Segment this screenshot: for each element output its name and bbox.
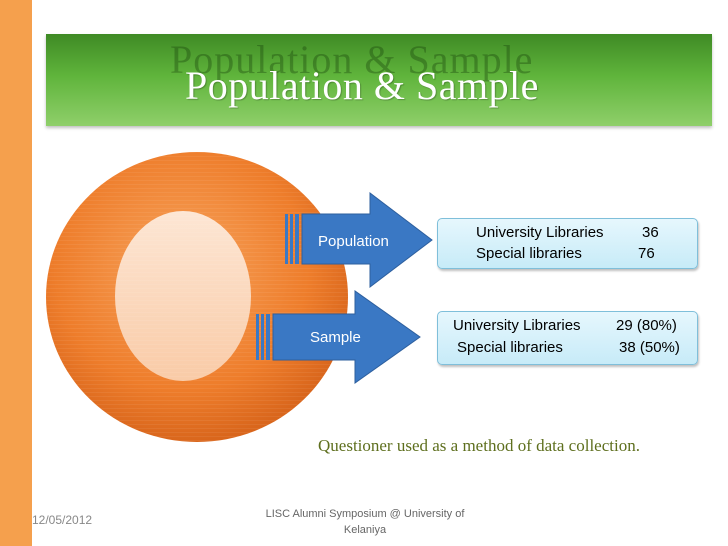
sample-row-value: 38 (50%) xyxy=(619,339,680,356)
left-accent-stripe xyxy=(0,0,32,546)
title-shadow: Population & Sample xyxy=(170,37,534,82)
population-label: Population xyxy=(318,233,389,250)
population-row-value: 76 xyxy=(638,245,655,262)
method-note: Questioner used as a method of data coll… xyxy=(318,436,640,455)
sample-label: Sample xyxy=(310,329,361,346)
footer-date: 12/05/2012 xyxy=(32,513,93,527)
population-row-name: Special libraries xyxy=(476,245,582,262)
population-info-box: University Libraries 36 Special librarie… xyxy=(437,218,698,269)
sample-arrow-stripe xyxy=(266,314,270,360)
population-row-value: 36 xyxy=(642,224,659,241)
population-arrow-stripe xyxy=(295,214,299,264)
slide-title: Population & Sample xyxy=(185,63,539,108)
population-arrow-stripe xyxy=(290,214,293,264)
sample-arrow-stripe xyxy=(261,314,264,360)
footer-event: LISC Alumni Symposium @ University of Ke… xyxy=(265,508,465,536)
sample-circle-texture xyxy=(115,211,251,381)
sample-row-value: 29 (80%) xyxy=(616,317,677,334)
population-arrow xyxy=(301,191,433,289)
sample-row-name: University Libraries xyxy=(453,317,581,334)
sample-arrow-stripe xyxy=(256,314,259,360)
sample-arrow xyxy=(272,290,421,384)
population-row-name: University Libraries xyxy=(476,224,604,241)
sample-row-name: Special libraries xyxy=(457,339,563,356)
sample-info-box: University Libraries 29 (80%) Special li… xyxy=(437,311,698,365)
population-arrow-stripe xyxy=(285,214,288,264)
title-band xyxy=(46,34,712,126)
